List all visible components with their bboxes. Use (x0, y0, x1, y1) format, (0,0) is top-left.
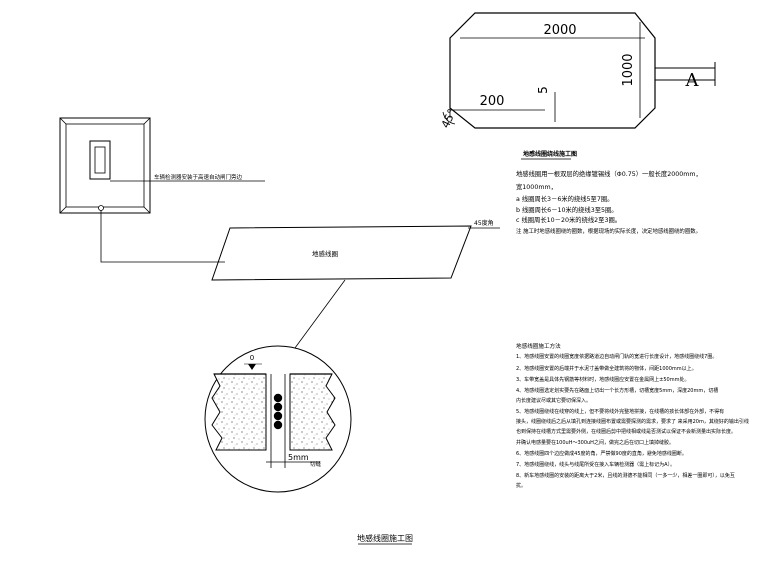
construction-line-11: 7、地感线圈绕线，线头与线尾所受在接入车辆检测器（需上标记为A）。 (516, 461, 675, 468)
loop-outline (449, 12, 656, 129)
cabinet-bevel-tl (59, 117, 67, 125)
detector-unit (89, 140, 111, 180)
wire-2 (273, 402, 283, 412)
cabinet-bevel-tr (143, 117, 151, 125)
construction-line-8: 也到保持在线槽方式里需要外侧，在线圈后剪中把线相或线是否测试以保证不会新测量出实… (516, 428, 736, 435)
construction-title: 地感线圈施工方法 (516, 342, 561, 350)
construction-line-13: 扰。 (516, 482, 526, 489)
detector-cabinet: 车辆检测器安装于高速自动闸门旁边 (59, 117, 265, 214)
spec-line-6: 注 施工时地感线圈绕的圈数，根据现场的实际长度，决定地感线圈绕的圈数。 (516, 227, 701, 235)
spec-title: 地感线圈绕线施工图 (523, 150, 577, 158)
cabinet-label: 车辆检测器安装于高速自动闸门旁边 (154, 173, 243, 181)
corner-dimension: 200 (480, 94, 505, 109)
zero-level-mark (248, 364, 256, 370)
zero-mark: 0 (250, 354, 254, 362)
cabinet-bevel-bl (59, 206, 67, 214)
construction-line-1: 1、地感线圈安置的线圈宽度依据路道边自动闸门轨的宽进行长度设计，地感线圈绕线7圈… (516, 353, 717, 360)
wire-1 (273, 393, 283, 403)
road-loop: 地感线圈 45度角 (211, 219, 500, 353)
spec-line-4: b 线圈周长6－10米的绕线3至5圈。 (516, 205, 618, 214)
wire-3 (273, 411, 283, 421)
angle-dimension: 45° (439, 107, 459, 130)
angle-label: 45度角 (474, 219, 494, 227)
spec-line-5: c 线圈周长10－20米的绕线2至3圈。 (516, 215, 621, 224)
cable-entry (98, 205, 104, 211)
construction-line-9: 并确认电感量要在100uH～300uH之间，做完之后在切口上填掉缝胶。 (516, 439, 674, 446)
spec-block: 地感线圈绕线施工图 地感线圈用一根双层的绝缘镀锡线（Φ0.75）一般长度2000… (516, 150, 702, 235)
view-letter: A (685, 70, 700, 91)
spec-line-2: 宽1000mm， (516, 182, 557, 191)
road-loop-label: 地感线圈 (312, 249, 338, 258)
spec-line-1: 地感线圈用一根双层的绝缘镀锡线（Φ0.75）一般长度2000mm， (516, 169, 702, 178)
angle-arc (442, 111, 456, 125)
slot-width: 5mm (288, 453, 309, 462)
construction-block: 地感线圈施工方法 1、地感线圈安置的线圈宽度依据路道边自动闸门轨的宽进行长度设计… (516, 342, 749, 489)
cabinet-inner (65, 123, 145, 208)
cabinet-bevel-br (143, 206, 151, 214)
road-loop-outline (211, 225, 472, 281)
spacing-dimension: 5 (536, 86, 550, 94)
length-dimension: 2000 (543, 23, 576, 38)
construction-line-2: 2、地感线圈安置的后端并于水泥寸盖带做全建筑将的物体，间距1000mm以上。 (516, 365, 697, 372)
construction-line-7: 接头，线圈绕线后之后从填孔到连接线圈布置或需要探测的需求，要求了 来采用20m，… (516, 418, 749, 425)
drawing-caption: 地感线圈施工图 (357, 533, 413, 543)
concrete-left (211, 373, 267, 451)
slot-detail: 0 5mm 切缝 (204, 345, 352, 493)
detector-unit-face (94, 146, 106, 174)
construction-line-4: 4、地感线圈选定划实要先在路面上切出一个长方形槽，切槽宽度5mm，深度20mm，… (516, 387, 718, 394)
spec-line-3: a 线圈周长3－6米的绕线5至7圈。 (516, 194, 613, 203)
construction-line-10: 6、地感线圈四个边应做成45度的角，严禁做90度的直角，避免地感线圈断。 (516, 450, 687, 457)
cut-label: 切缝 (310, 460, 322, 468)
cabinet-outer (59, 117, 151, 214)
detail-callout-line (291, 279, 346, 353)
construction-line-6: 5、地感线圈绕线在线穿的线上，但不要将线外完整地拼接，在线槽的孩长体部在外部，不… (516, 408, 724, 415)
wire-4 (273, 420, 283, 430)
width-dimension: 1000 (621, 53, 636, 86)
construction-line-12: 8、新车地感线圈的安装的距离大于2米，且线的测德不能相同（一多一少，相差一圈即可… (516, 472, 735, 479)
feeder-cable (100, 210, 225, 263)
concrete-right (289, 373, 336, 451)
loop-plan: 2000 1000 5 200 45° A (439, 12, 716, 130)
construction-line-5: 内长度建议尽或其它要切保深入。 (516, 397, 591, 404)
construction-line-3: 3、车带宽盖是具体先钢筋等材料时，地感线圈应安置在金属网上±50mm处。 (516, 376, 689, 383)
